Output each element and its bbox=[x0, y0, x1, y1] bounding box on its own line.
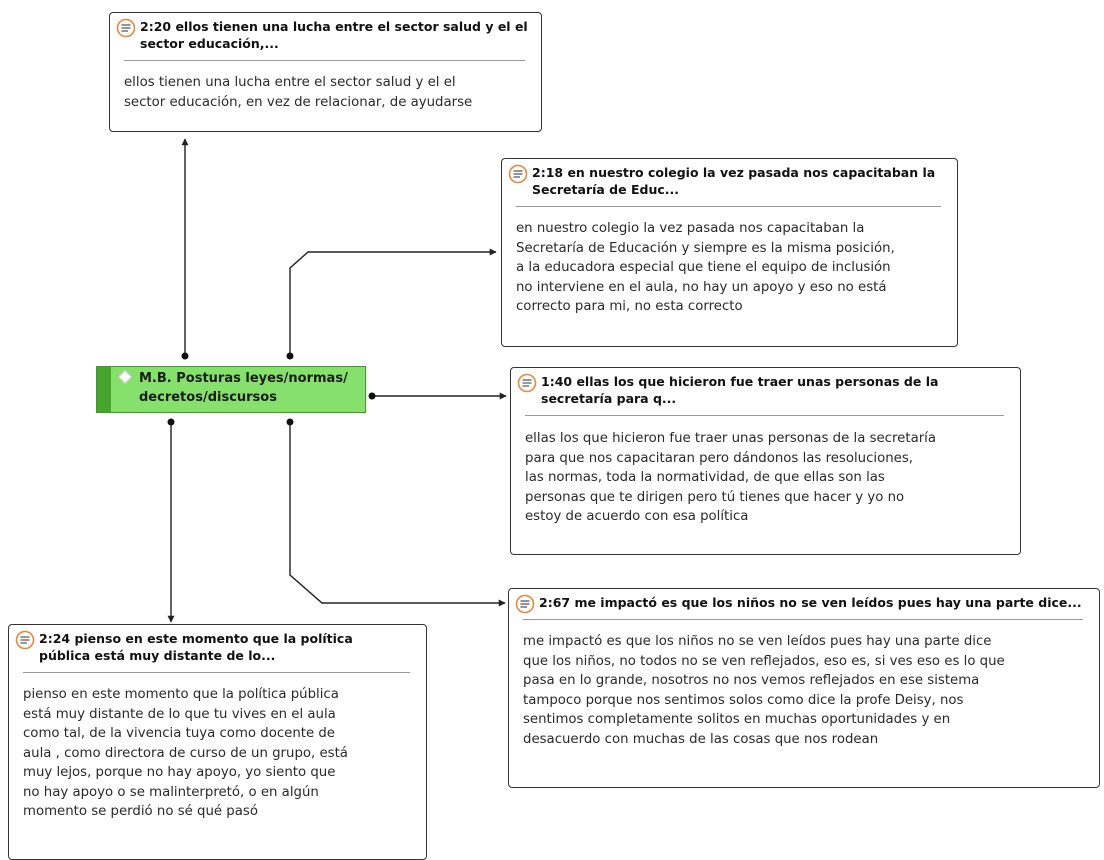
quote-body-line: en nuestro colegio la vez pasada nos cap… bbox=[516, 221, 865, 236]
quote-body-line: para que nos capacitaran pero dándonos l… bbox=[525, 450, 914, 466]
quote-body-line: no hay apoyo o se malinterpretó, o en al… bbox=[23, 784, 319, 800]
quote-body-line: correcto para mi, no esta correcto bbox=[516, 299, 743, 314]
quote-body-line: desacuerdo con muchas de las cosas que n… bbox=[523, 731, 879, 747]
quote-separator bbox=[124, 60, 525, 61]
quote-title-line: 1:40 ellas los que hicieron fue traer un… bbox=[541, 374, 939, 389]
quote-title-line: 2:18 en nuestro colegio la vez pasada no… bbox=[532, 165, 936, 180]
quote-body-line: como tal, de la vivencia tuya como docen… bbox=[23, 726, 335, 741]
quotation-icon bbox=[515, 594, 535, 614]
code-color-strip bbox=[97, 367, 111, 412]
quote-body: en nuestro colegio la vez pasada nos cap… bbox=[516, 219, 949, 317]
quote-title: 2:67 me impactó es que los niños no se v… bbox=[539, 594, 1082, 611]
quote-node-2-67[interactable]: 2:67 me impactó es que los niños no se v… bbox=[508, 588, 1100, 788]
quote-body-line: no interviene en el aula, no hay un apoy… bbox=[516, 279, 887, 295]
link-to-quote-2-18[interactable] bbox=[289, 248, 497, 356]
quote-title-line: 2:67 me impactó es que los niños no se v… bbox=[539, 595, 1082, 610]
quote-body-line: pienso en este momento que la política p… bbox=[23, 687, 339, 702]
quote-separator bbox=[523, 619, 1083, 620]
quote-header: 2:24 pienso en este momento que la polít… bbox=[15, 630, 418, 664]
quote-body-line: ellos tienen una lucha entre el sector s… bbox=[124, 75, 456, 90]
code-label: M.B. Posturas leyes/normas/ decretos/dis… bbox=[139, 369, 361, 407]
quotation-icon bbox=[517, 373, 537, 393]
quote-node-2-20[interactable]: 2:20 ellos tienen una lucha entre el sec… bbox=[109, 12, 542, 132]
quote-body-line: pasa en lo grande, nosotros no nos vemos… bbox=[523, 673, 980, 688]
quote-body-line: a la educadora especial que tiene el equ… bbox=[516, 260, 891, 275]
link-endpoint-dot bbox=[368, 392, 376, 400]
quotation-icon bbox=[508, 164, 528, 184]
quote-body-line: estoy de acuerdo con esa política bbox=[525, 509, 749, 524]
quote-node-1-40[interactable]: 1:40 ellas los que hicieron fue traer un… bbox=[510, 367, 1021, 555]
quote-title-line: secretaría para q... bbox=[541, 391, 677, 406]
quote-body-line: me impactó es que los niños no se ven le… bbox=[523, 634, 992, 649]
quote-body: me impactó es que los niños no se ven le… bbox=[523, 632, 1091, 749]
quote-title-line: Secretaría de Educ... bbox=[532, 182, 679, 197]
quote-body-line: sector educación, en vez de relacionar, … bbox=[124, 94, 473, 110]
quote-body-line: sentimos completamente solitos en muchas… bbox=[523, 712, 951, 727]
quote-body-line: tampoco porque nos sentimos solos como d… bbox=[523, 692, 964, 708]
quote-node-2-18[interactable]: 2:18 en nuestro colegio la vez pasada no… bbox=[501, 158, 958, 347]
quote-title: 2:18 en nuestro colegio la vez pasada no… bbox=[532, 164, 935, 198]
quote-body-line: que los niños, no todos no se ven reflej… bbox=[523, 653, 1005, 669]
quote-title: 1:40 ellas los que hicieron fue traer un… bbox=[541, 373, 938, 407]
link-endpoint-dot bbox=[286, 352, 294, 360]
quote-title: 2:20 ellos tienen una lucha entre el sec… bbox=[140, 18, 528, 52]
link-endpoint-dot bbox=[286, 418, 294, 426]
quote-body: ellas los que hicieron fue traer unas pe… bbox=[525, 429, 1012, 527]
quote-separator bbox=[516, 206, 941, 207]
quotation-icon bbox=[15, 630, 35, 650]
quote-body-line: muy lejos, porque no hay apoyo, yo sient… bbox=[23, 765, 336, 780]
code-node-mb-posturas[interactable]: M.B. Posturas leyes/normas/ decretos/dis… bbox=[96, 366, 366, 413]
quote-separator bbox=[525, 415, 1004, 416]
link-endpoint-dot bbox=[181, 352, 189, 360]
quote-title-line: sector educación,... bbox=[140, 36, 279, 51]
quotation-icon bbox=[116, 18, 136, 38]
quote-title-line: 2:24 pienso en este momento que la polít… bbox=[39, 631, 353, 646]
quote-body-line: personas que te dirigen pero tú tienes q… bbox=[525, 489, 905, 505]
quote-body-line: aula , como directora de curso de un gru… bbox=[23, 745, 348, 761]
quote-header: 2:18 en nuestro colegio la vez pasada no… bbox=[508, 164, 949, 198]
quote-title-line: 2:20 ellos tienen una lucha entre el sec… bbox=[140, 19, 528, 34]
code-label-line: M.B. Posturas leyes/normas/ bbox=[139, 371, 348, 386]
quote-title: 2:24 pienso en este momento que la polít… bbox=[39, 630, 353, 664]
quote-header: 2:67 me impactó es que los niños no se v… bbox=[515, 594, 1091, 614]
link-to-quote-2-67[interactable] bbox=[289, 422, 506, 607]
quote-body-line: ellas los que hicieron fue traer unas pe… bbox=[525, 431, 937, 446]
quote-body: pienso en este momento que la política p… bbox=[23, 685, 418, 822]
quote-header: 2:20 ellos tienen una lucha entre el sec… bbox=[116, 18, 533, 52]
link-endpoint-dot bbox=[167, 418, 175, 426]
quote-body-line: momento se perdió no sé qué pasó bbox=[23, 804, 258, 819]
quote-body: ellos tienen una lucha entre el sector s… bbox=[124, 73, 533, 112]
diamond-code-icon bbox=[117, 369, 133, 385]
quote-body-line: Secretaría de Educación y siempre es la … bbox=[516, 240, 895, 256]
code-label-line: decretos/discursos bbox=[139, 390, 277, 405]
quote-body-line: está muy distante de lo que tu vives en … bbox=[23, 706, 336, 722]
quote-body-line: las normas, toda la normatividad, de que… bbox=[525, 470, 885, 485]
quote-header: 1:40 ellas los que hicieron fue traer un… bbox=[517, 373, 1012, 407]
quote-node-2-24[interactable]: 2:24 pienso en este momento que la polít… bbox=[8, 624, 427, 860]
quote-separator bbox=[23, 672, 410, 673]
quote-title-line: pública está muy distante de lo... bbox=[39, 648, 276, 663]
